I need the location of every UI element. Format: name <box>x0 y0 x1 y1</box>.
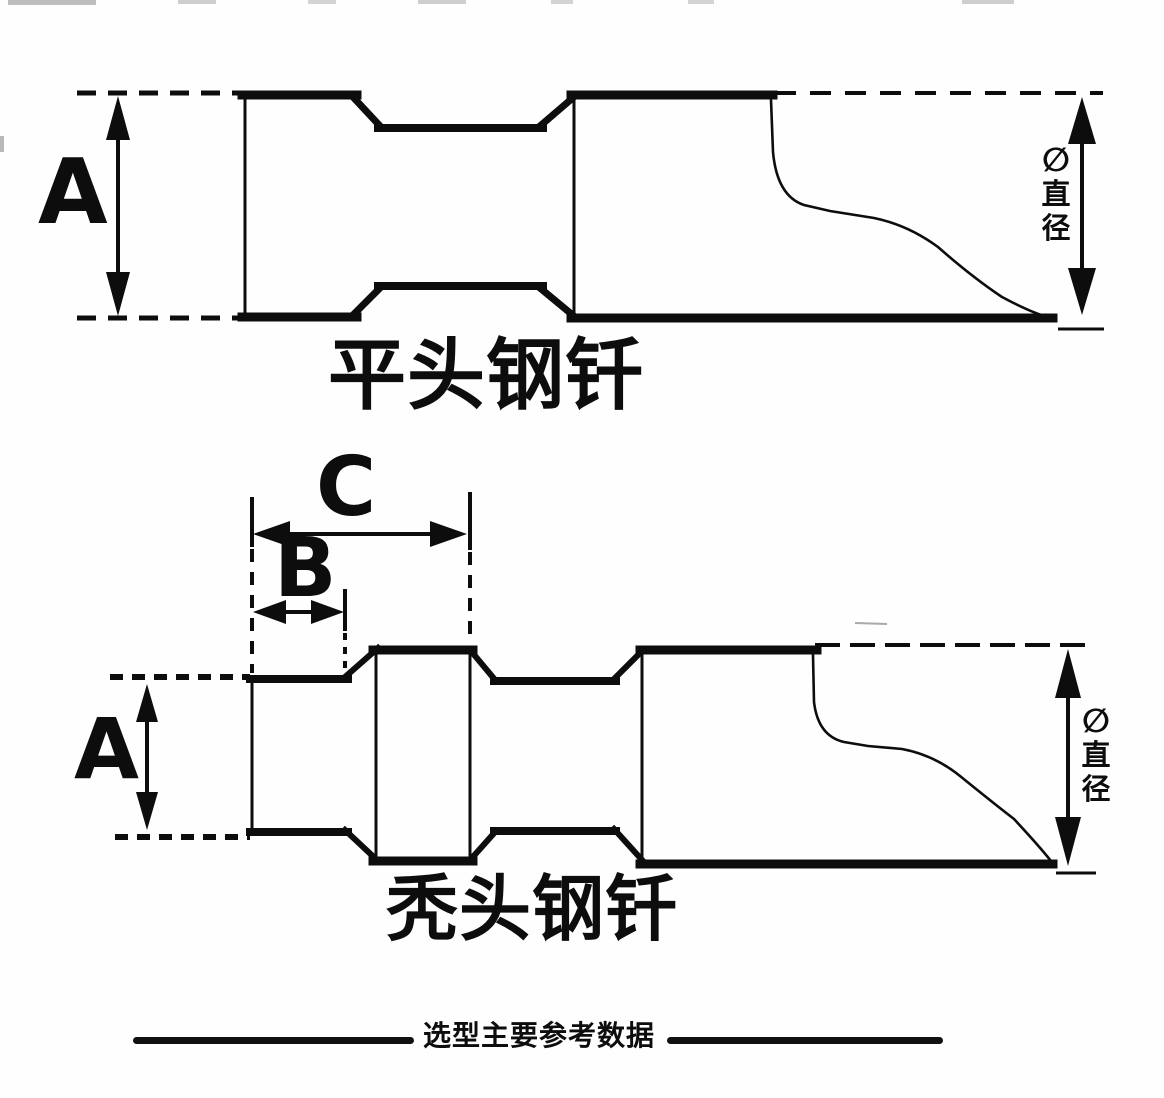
bald-head-dim-a <box>110 674 250 840</box>
crop-artifact <box>308 0 336 4</box>
bald-head-title: 秃头钢钎 <box>386 867 679 951</box>
bald-head-diameter-arrow <box>1055 649 1096 875</box>
diameter-label-bald-head: ∅ 直 径 <box>1073 701 1119 807</box>
bald-head-outline <box>246 621 1087 869</box>
crop-artifact <box>962 0 1014 4</box>
diameter-symbol: ∅ <box>1041 140 1071 179</box>
diameter-label-flat-head: ∅ 直 径 <box>1033 140 1079 246</box>
crop-artifact <box>551 0 573 4</box>
dim-label-a-bald-head: A <box>74 700 140 798</box>
separator-line-left <box>133 1037 414 1044</box>
dim-label-c-bald-head: C <box>316 440 377 535</box>
crop-artifact <box>8 0 96 5</box>
diameter-char: 直 <box>1081 738 1111 772</box>
diameter-char: 径 <box>1041 211 1071 245</box>
bald-head-dim-c <box>250 492 472 673</box>
separator-line-right <box>667 1037 943 1044</box>
dim-label-b-bald-head: B <box>274 521 337 616</box>
crop-artifact <box>418 0 466 4</box>
diameter-char: 径 <box>1081 772 1111 806</box>
crop-artifact <box>178 0 216 4</box>
flat-head-outline <box>237 90 1058 323</box>
bald-head-dim-b <box>253 589 347 676</box>
dim-label-a-flat-head: A <box>38 140 108 245</box>
flat-head-dim-a-arrow <box>106 96 130 316</box>
flat-head-title: 平头钢钎 <box>328 331 645 421</box>
crop-artifact <box>688 0 714 4</box>
flat-head-diameter-arrow <box>1058 97 1104 331</box>
flat-head-extension-lines <box>77 90 1103 321</box>
diameter-char: 直 <box>1041 177 1071 211</box>
crop-artifact <box>0 136 4 152</box>
diameter-symbol: ∅ <box>1081 701 1111 740</box>
separator-text: 选型主要参考数据 <box>423 1019 656 1052</box>
